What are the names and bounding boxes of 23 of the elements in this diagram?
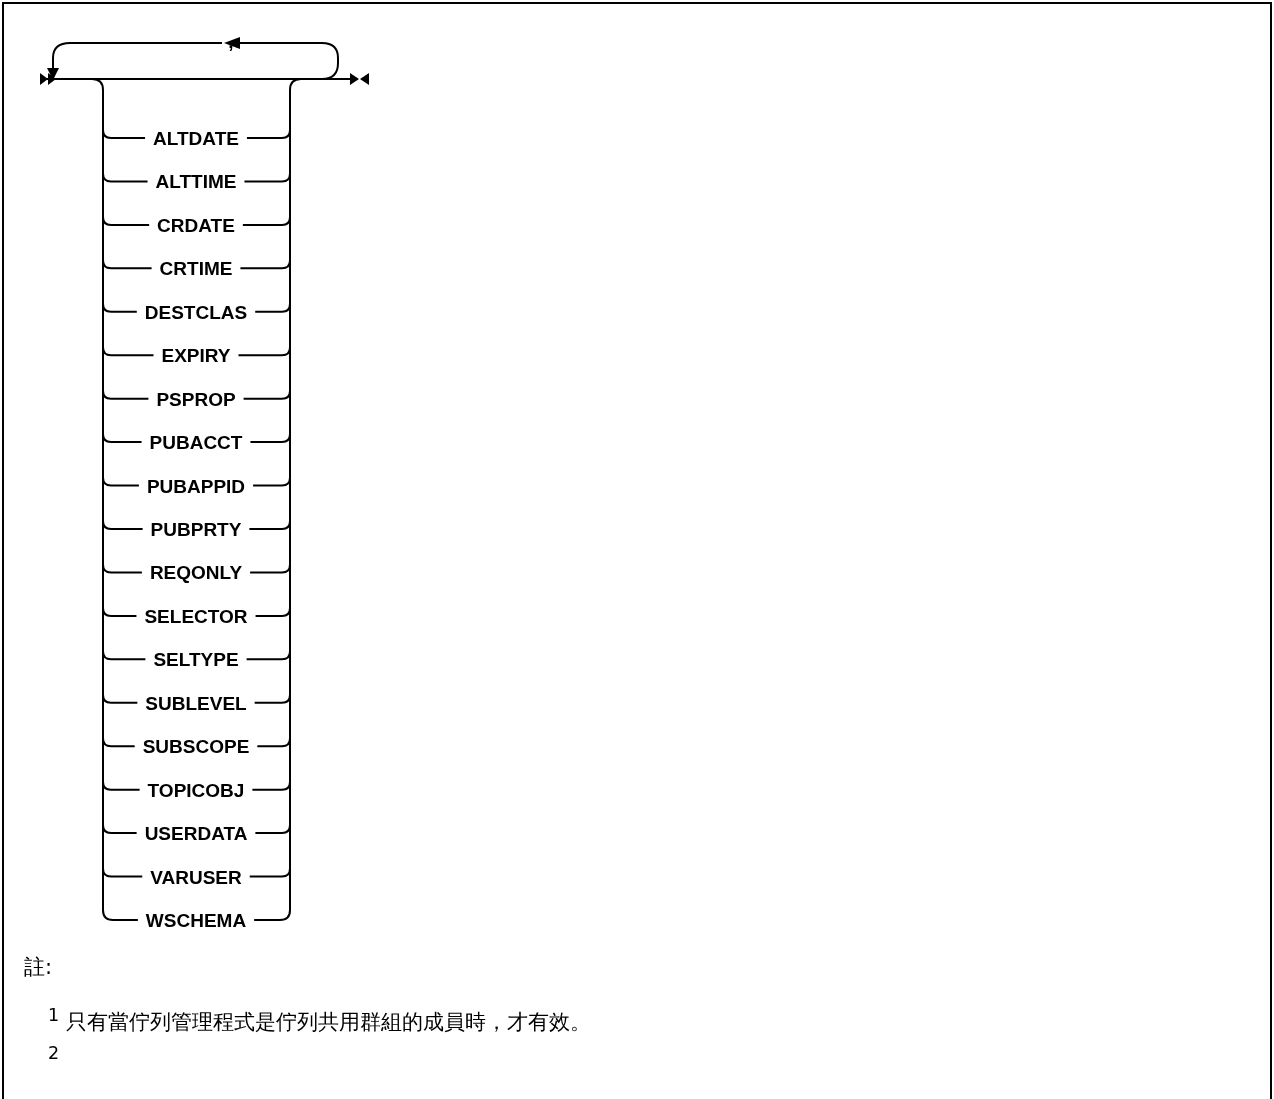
- separator-symbol: ,: [228, 31, 234, 51]
- keyword-text: REQONLY: [149, 562, 243, 582]
- keyword-text: PUBPRTY: [150, 519, 242, 539]
- notes-heading: 註:: [24, 954, 53, 981]
- keyword-text: CRDATE: [157, 215, 235, 235]
- keyword-text: VARUSER: [150, 867, 242, 887]
- keyword-text: SUBSCOPE: [142, 736, 250, 756]
- keyword-text: SELTYPE: [153, 649, 239, 669]
- keyword-text: CRTIME: [159, 258, 233, 278]
- footnote-text: $^{1}$ 只有當佇列管理程式是佇列共用群組的成員時，才有效。: [48, 1005, 591, 1036]
- keyword-text: PUBACCT: [149, 432, 243, 452]
- keyword-text: USERDATA: [144, 823, 248, 843]
- keyword-text: TOPICOBJ: [147, 780, 245, 800]
- keyword-text: EXPIRY: [161, 345, 231, 365]
- keyword-text: WSCHEMA: [145, 910, 247, 930]
- keyword-text: DESTCLAS: [144, 302, 248, 322]
- keyword-text: PSPROP: [156, 389, 236, 409]
- keyword-text: ALTDATE: [153, 128, 239, 148]
- keyword-text: SUBLEVEL: [145, 693, 247, 713]
- keyword-text: ALTTIME: [155, 171, 237, 191]
- keyword-text: SELECTOR: [144, 606, 248, 626]
- keyword-text: PUBAPPID: [146, 476, 246, 496]
- footnote-text: 2: [48, 1043, 60, 1065]
